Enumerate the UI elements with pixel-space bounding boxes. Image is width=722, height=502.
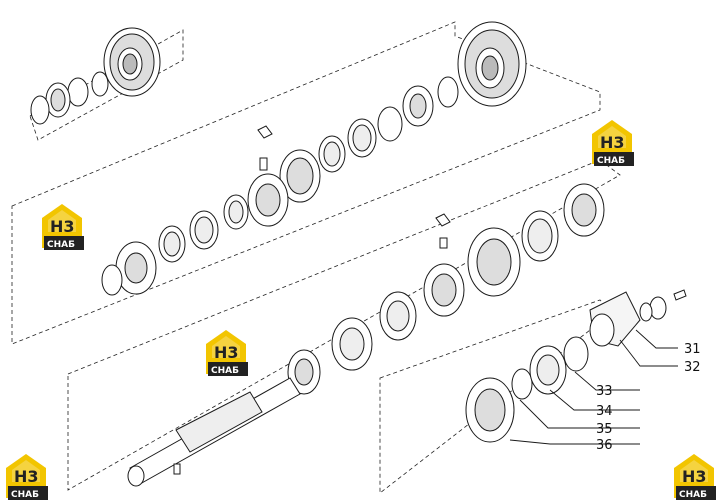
- main-shaft: [127, 377, 301, 487]
- svg-text:H3: H3: [50, 217, 75, 236]
- lower-synchro-assembly: [287, 183, 605, 395]
- top-right-gear-assembly: [279, 21, 527, 203]
- svg-text:H3: H3: [682, 467, 707, 486]
- watermark-logo-center: H3 СНАБ: [206, 330, 248, 376]
- callout-36: 36: [596, 438, 613, 453]
- middle-synchro-assembly: [101, 125, 289, 296]
- callout-35: 35: [596, 422, 613, 437]
- watermark-logo-bottom-right: H3 СНАБ: [674, 454, 716, 500]
- callout-33: 33: [596, 384, 613, 399]
- leader-lines: [509, 329, 678, 445]
- svg-text:СНАБ: СНАБ: [211, 366, 239, 376]
- callout-labels: 31 32 33 34 35 36: [596, 342, 701, 453]
- callout-34: 34: [596, 404, 613, 419]
- svg-text:СНАБ: СНАБ: [11, 490, 39, 500]
- callout-32: 32: [684, 360, 701, 375]
- svg-text:H3: H3: [600, 133, 625, 152]
- output-assembly: [465, 289, 687, 443]
- svg-text:СНАБ: СНАБ: [47, 240, 75, 250]
- watermark-logo-left: H3 СНАБ: [42, 204, 84, 250]
- dashed-guides: [11, 21, 621, 494]
- watermark-logo-bottom-left: H3 СНАБ: [6, 454, 48, 500]
- svg-text:СНАБ: СНАБ: [597, 156, 625, 166]
- svg-text:СНАБ: СНАБ: [679, 490, 707, 500]
- callout-31: 31: [684, 342, 701, 357]
- watermark-logo-top-right: H3 СНАБ: [592, 120, 634, 166]
- svg-text:H3: H3: [214, 343, 239, 362]
- svg-text:H3: H3: [14, 467, 39, 486]
- top-left-gear-assembly: [30, 27, 161, 125]
